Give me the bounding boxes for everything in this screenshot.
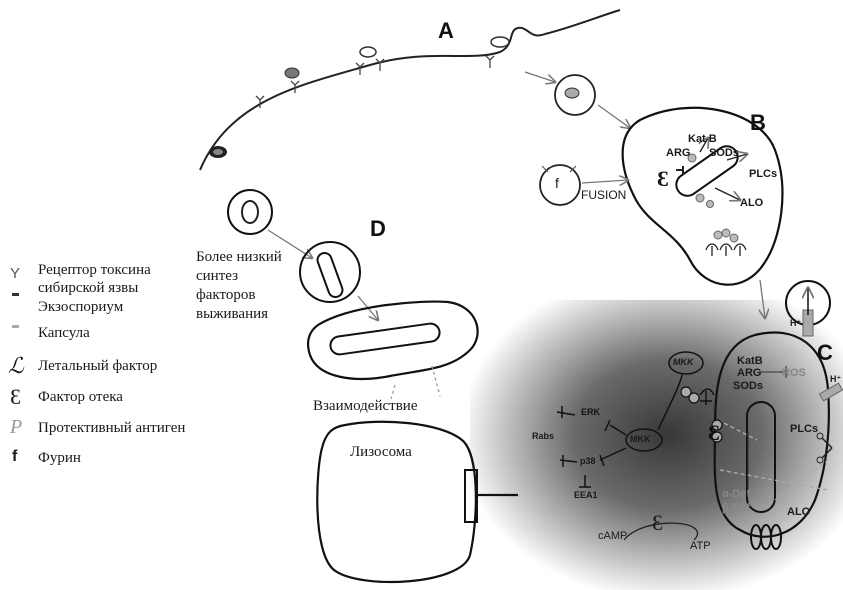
signaling-shaded-region (470, 300, 843, 590)
phagosome-b-receptors (706, 244, 746, 256)
b-alo-label: ALO (740, 197, 763, 209)
lower-synthesis-line2: синтез (196, 267, 238, 286)
c-kat-label: KatB (737, 355, 763, 367)
b-arg-label: ARG (666, 147, 690, 159)
spore-a3 (360, 47, 376, 57)
c-h-plus-top: H⁺ (790, 318, 801, 329)
signal-mkk-top: MKK (673, 357, 694, 367)
b-plcs-label: PLCs (749, 168, 777, 180)
c-edema-glyph: Ɛ (708, 420, 720, 446)
spore-circle-d (228, 190, 272, 234)
signal-edema-glyph: Ɛ (652, 510, 663, 536)
exosporium-icon (12, 293, 19, 296)
panel-label-b: B (750, 110, 766, 136)
capsule-icon (12, 325, 19, 328)
c-h-plus-right: H⁺ (830, 374, 841, 385)
lethal-factor-icon: ℒ (8, 353, 24, 379)
legend-receptor-line2: сибирской язвы (38, 280, 138, 297)
signal-camp: cAMP (598, 530, 627, 542)
b-sods-label: SODs (709, 147, 739, 159)
elongated-phagosome-d (308, 302, 478, 379)
spore-a4 (491, 37, 509, 47)
lysosome-label: Лизосома (350, 443, 412, 462)
c-arg-label: ARG (737, 367, 761, 379)
furin-circle-label: f (555, 175, 559, 191)
c-plcs-label: PLCs (790, 423, 818, 435)
legend-glyph-receptor: Y (10, 265, 20, 282)
lower-synthesis-line4: выживания (196, 305, 268, 324)
interaction-label: Взаимодействие (313, 397, 417, 416)
c-alpha-def-label: α-Def (722, 488, 750, 500)
legend-furin: Фурин (38, 450, 81, 467)
legend-receptor-line1: Рецептор токсина (38, 262, 151, 279)
c-alo-label: ALO (787, 506, 810, 518)
panel-label-d: D (370, 216, 386, 242)
furin-vesicle (540, 165, 580, 205)
legend-protective-antigen: Протективный антиген (38, 420, 185, 437)
signal-p38: p38 (580, 456, 596, 466)
furin-icon: f (12, 448, 17, 466)
protective-antigen-icon: P (10, 416, 22, 439)
signal-rabs: Rabs (532, 431, 554, 441)
spore-a2 (285, 68, 299, 78)
legend-lethal-factor: Летальный фактор (38, 358, 157, 375)
c-ros-label: ROS (782, 367, 806, 379)
lower-synthesis-line3: факторов (196, 286, 255, 305)
legend-edema-factor: Фактор отека (38, 389, 123, 406)
c-sods-label: SODs (733, 380, 763, 392)
panel-label-a: A (438, 18, 454, 44)
signal-erk: ERK (581, 407, 600, 417)
panel-label-c: C (817, 340, 833, 366)
b-kat-label: Kat B (688, 133, 717, 145)
legend-capsule: Капсула (38, 325, 90, 342)
signal-atp: ATP (690, 540, 711, 552)
host-cell-membrane (200, 10, 620, 170)
signal-eea1: EEA1 (574, 490, 598, 500)
b-edema-glyph: Ɛ (657, 166, 669, 192)
lower-synthesis-line1: Более низкий (196, 248, 282, 267)
signal-mkk-mid: MKK (630, 434, 651, 444)
legend-exosporium: Экзоспориум (38, 299, 123, 316)
fusion-label: FUSION (581, 188, 626, 202)
c-beta-def-label: β-Def (722, 502, 750, 514)
edema-factor-icon: Ɛ (10, 384, 21, 410)
